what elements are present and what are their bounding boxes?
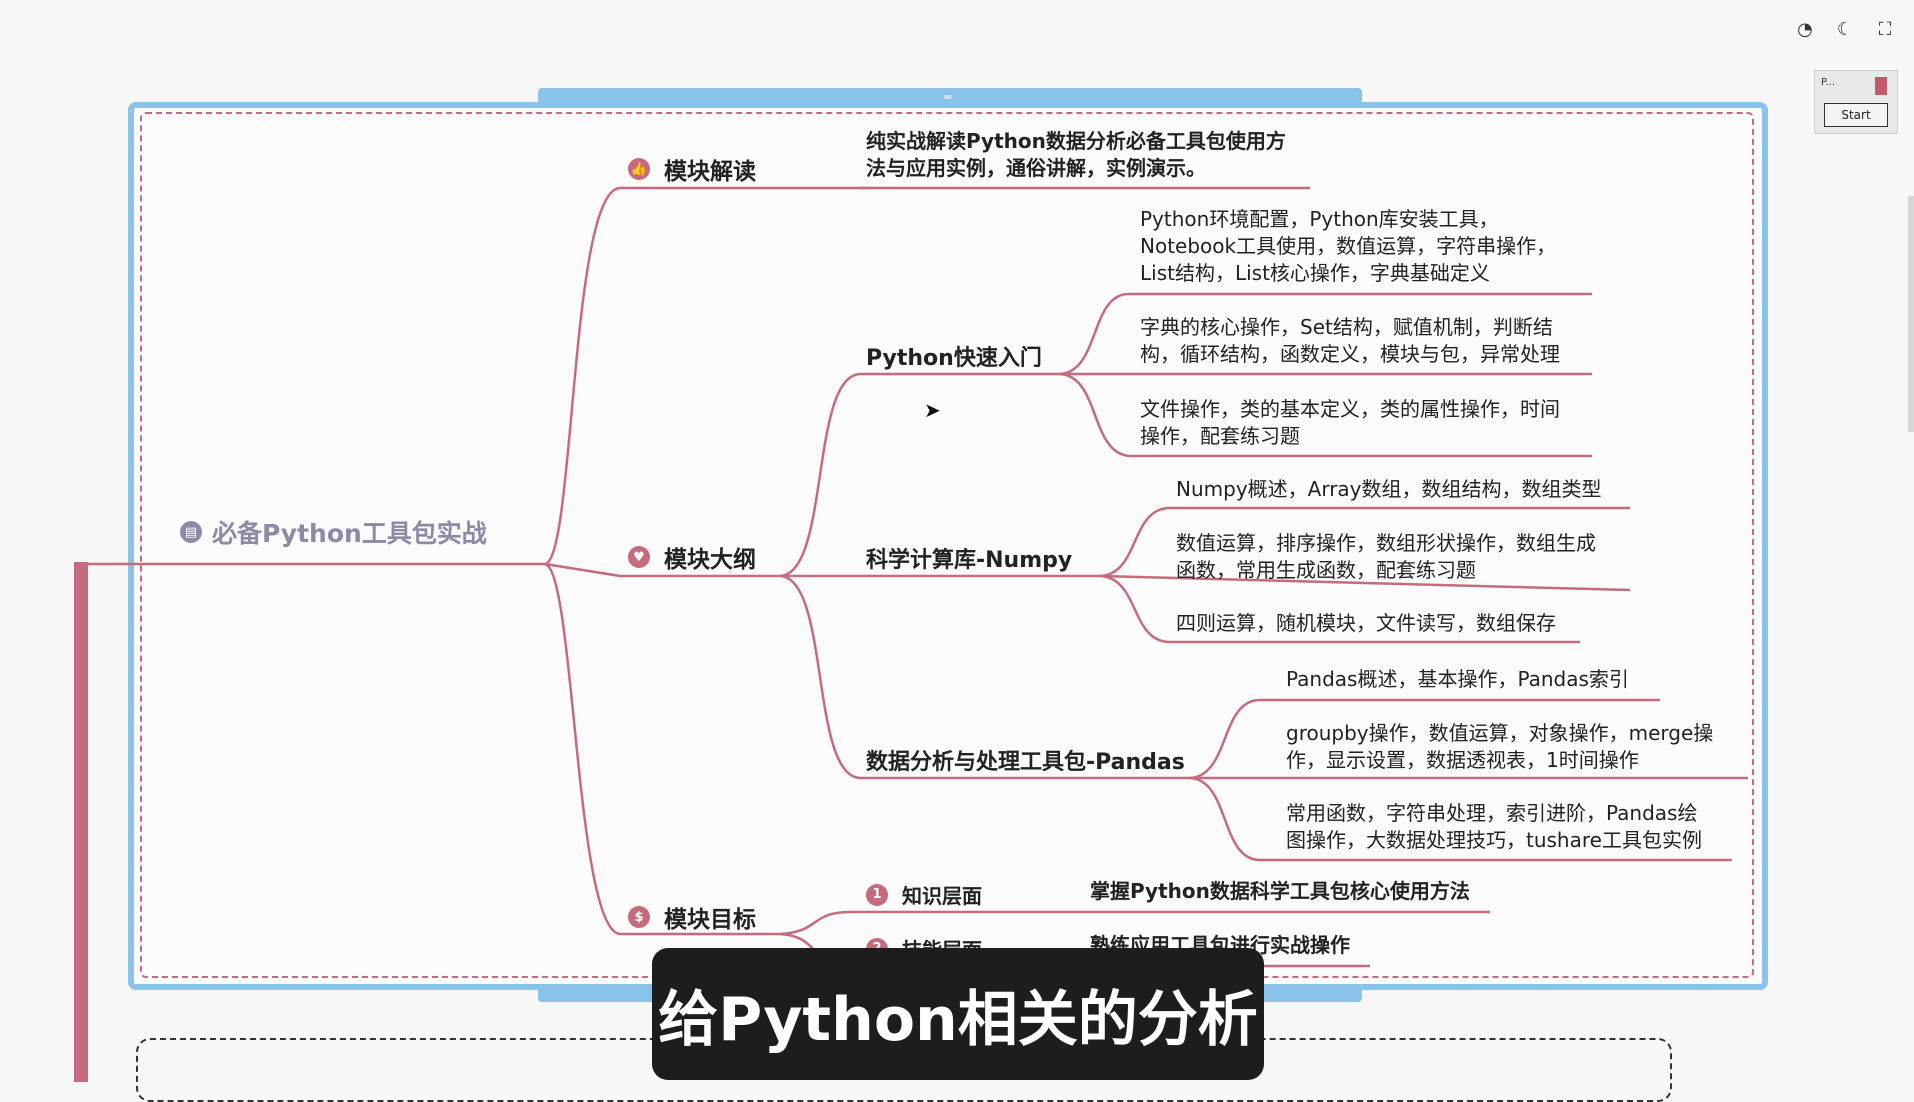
pandas-leaf-2: groupby操作，数值运算，对象操作，merge操 作，显示设置，数据透视表，… bbox=[1286, 720, 1713, 774]
cursor-icon: ➤ bbox=[924, 398, 941, 422]
branch-label: 模块目标 bbox=[664, 907, 756, 933]
text-line: Python环境配置，Python库安装工具， bbox=[1140, 207, 1499, 231]
python-leaf-3: 文件操作，类的基本定义，类的属性操作，时间 操作，配套练习题 bbox=[1140, 396, 1560, 450]
text-line: 函数，常用生成函数，配套练习题 bbox=[1176, 558, 1476, 582]
connector-python-1 bbox=[1059, 292, 1592, 376]
branch-label: 模块解读 bbox=[664, 159, 756, 185]
thumbs-up-icon: 👍 bbox=[628, 158, 650, 180]
connector-pandas-3 bbox=[1189, 776, 1732, 862]
text-line: 操作，配套练习题 bbox=[1140, 424, 1300, 448]
numpy-leaf-1: Numpy概述，Array数组，数组结构，数组类型 bbox=[1176, 476, 1602, 503]
text-line: Numpy概述，Array数组，数组结构，数组类型 bbox=[1176, 477, 1602, 501]
connector-pandas bbox=[779, 574, 1190, 780]
text-line: Pandas概述，基本操作，Pandas索引 bbox=[1286, 667, 1629, 691]
connector-numpy-2 bbox=[1099, 574, 1631, 592]
mindmap-frame bbox=[128, 102, 1768, 990]
node-numpy[interactable]: 科学计算库-Numpy bbox=[866, 548, 1073, 573]
top-toolbar: ◔ ☾ ⛶ bbox=[1794, 18, 1896, 40]
board-icon: ▤ bbox=[180, 521, 202, 543]
text-line: 构，循环结构，函数定义，模块与包，异常处理 bbox=[1140, 342, 1560, 366]
frame-top-tab[interactable] bbox=[538, 88, 1362, 104]
text-line: 字典的核心操作，Set结构，赋值机制，判断结 bbox=[1140, 315, 1553, 339]
branch-module-goal[interactable]: $ 模块目标 bbox=[628, 900, 756, 934]
text-line: Notebook工具使用，数值运算，字符串操作， bbox=[1140, 234, 1557, 258]
connector-python bbox=[779, 372, 1060, 578]
connector-b1 bbox=[544, 186, 870, 566]
text-line: 纯实战解读Python数据分析必备工具包使用方 bbox=[866, 129, 1286, 153]
text-line: List结构，List核心操作，字典基础定义 bbox=[1140, 261, 1490, 285]
text-line: 作，显示设置，数据透视表，1时间操作 bbox=[1286, 748, 1639, 772]
connector-goal-1 bbox=[779, 910, 1490, 936]
text-line: 数值运算，排序操作，数组形状操作，数组生成 bbox=[1176, 531, 1596, 555]
branch-module-outline[interactable]: ♥ 模块大纲 bbox=[628, 540, 756, 574]
heart-icon: ♥ bbox=[628, 546, 650, 568]
scrollbar[interactable] bbox=[1908, 196, 1914, 432]
text-line: 常用函数，字符串处理，索引进阶，Pandas绘 bbox=[1286, 801, 1698, 825]
goal-item-knowledge[interactable]: 1 知识层面 bbox=[866, 880, 982, 909]
slide-thumbnail[interactable]: P... Start bbox=[1814, 70, 1898, 134]
pandas-leaf-1: Pandas概述，基本操作，Pandas索引 bbox=[1286, 666, 1629, 693]
connector-b2 bbox=[544, 562, 780, 578]
video-subtitle: 给Python相关的分析 bbox=[652, 948, 1264, 1080]
dollar-icon: $ bbox=[628, 906, 650, 928]
connector-numpy-1 bbox=[1099, 506, 1630, 578]
text-line: 图操作，大数据处理技巧，tushare工具包实例 bbox=[1286, 828, 1702, 852]
connector-numpy-3 bbox=[1099, 574, 1580, 644]
number-badge: 1 bbox=[866, 883, 888, 906]
thumbnail-label: P... bbox=[1821, 77, 1836, 88]
text-line: 文件操作，类的基本定义，类的属性操作，时间 bbox=[1140, 397, 1560, 421]
drag-handle-icon[interactable]: ═ bbox=[944, 90, 952, 104]
node-python-intro[interactable]: Python快速入门 bbox=[866, 346, 1042, 371]
numpy-leaf-2: 数值运算，排序操作，数组形状操作，数组生成 函数，常用生成函数，配套练习题 bbox=[1176, 530, 1596, 584]
goal-label: 知识层面 bbox=[902, 884, 982, 908]
goal-text: 掌握Python数据科学工具包核心使用方法 bbox=[1090, 879, 1470, 903]
connector-pandas-1 bbox=[1189, 698, 1660, 780]
numpy-leaf-3: 四则运算，随机模块，文件读写，数组保存 bbox=[1176, 610, 1556, 637]
left-branch-bar bbox=[74, 562, 88, 1082]
moon-icon[interactable]: ☾ bbox=[1836, 18, 1854, 40]
text-line: groupby操作，数值运算，对象操作，merge操 bbox=[1286, 721, 1714, 745]
connector-b3 bbox=[544, 562, 780, 936]
speedometer-icon[interactable]: ◔ bbox=[1797, 18, 1813, 40]
thumbnail-bar bbox=[1875, 77, 1887, 95]
branch-module-interpret[interactable]: 👍 模块解读 bbox=[628, 152, 756, 186]
branch1-text: 纯实战解读Python数据分析必备工具包使用方 法与应用实例，通俗讲解，实例演示… bbox=[866, 128, 1286, 182]
root-node[interactable]: ▤ 必备Python工具包实战 bbox=[180, 514, 487, 550]
python-leaf-1: Python环境配置，Python库安装工具， Notebook工具使用，数值运… bbox=[1140, 206, 1556, 287]
start-button[interactable]: Start bbox=[1824, 103, 1888, 127]
python-leaf-2: 字典的核心操作，Set结构，赋值机制，判断结 构，循环结构，函数定义，模块与包，… bbox=[1140, 314, 1560, 368]
node-pandas[interactable]: 数据分析与处理工具包-Pandas bbox=[866, 750, 1185, 775]
fullscreen-icon[interactable]: ⛶ bbox=[1878, 18, 1892, 40]
text-line: 四则运算，随机模块，文件读写，数组保存 bbox=[1176, 611, 1556, 635]
pandas-leaf-3: 常用函数，字符串处理，索引进阶，Pandas绘 图操作，大数据处理技巧，tush… bbox=[1286, 800, 1702, 854]
text-line: 法与应用实例，通俗讲解，实例演示。 bbox=[866, 156, 1206, 180]
connector-python-3 bbox=[1059, 372, 1592, 458]
branch-label: 模块大纲 bbox=[664, 547, 756, 573]
root-title: 必备Python工具包实战 bbox=[212, 519, 487, 548]
